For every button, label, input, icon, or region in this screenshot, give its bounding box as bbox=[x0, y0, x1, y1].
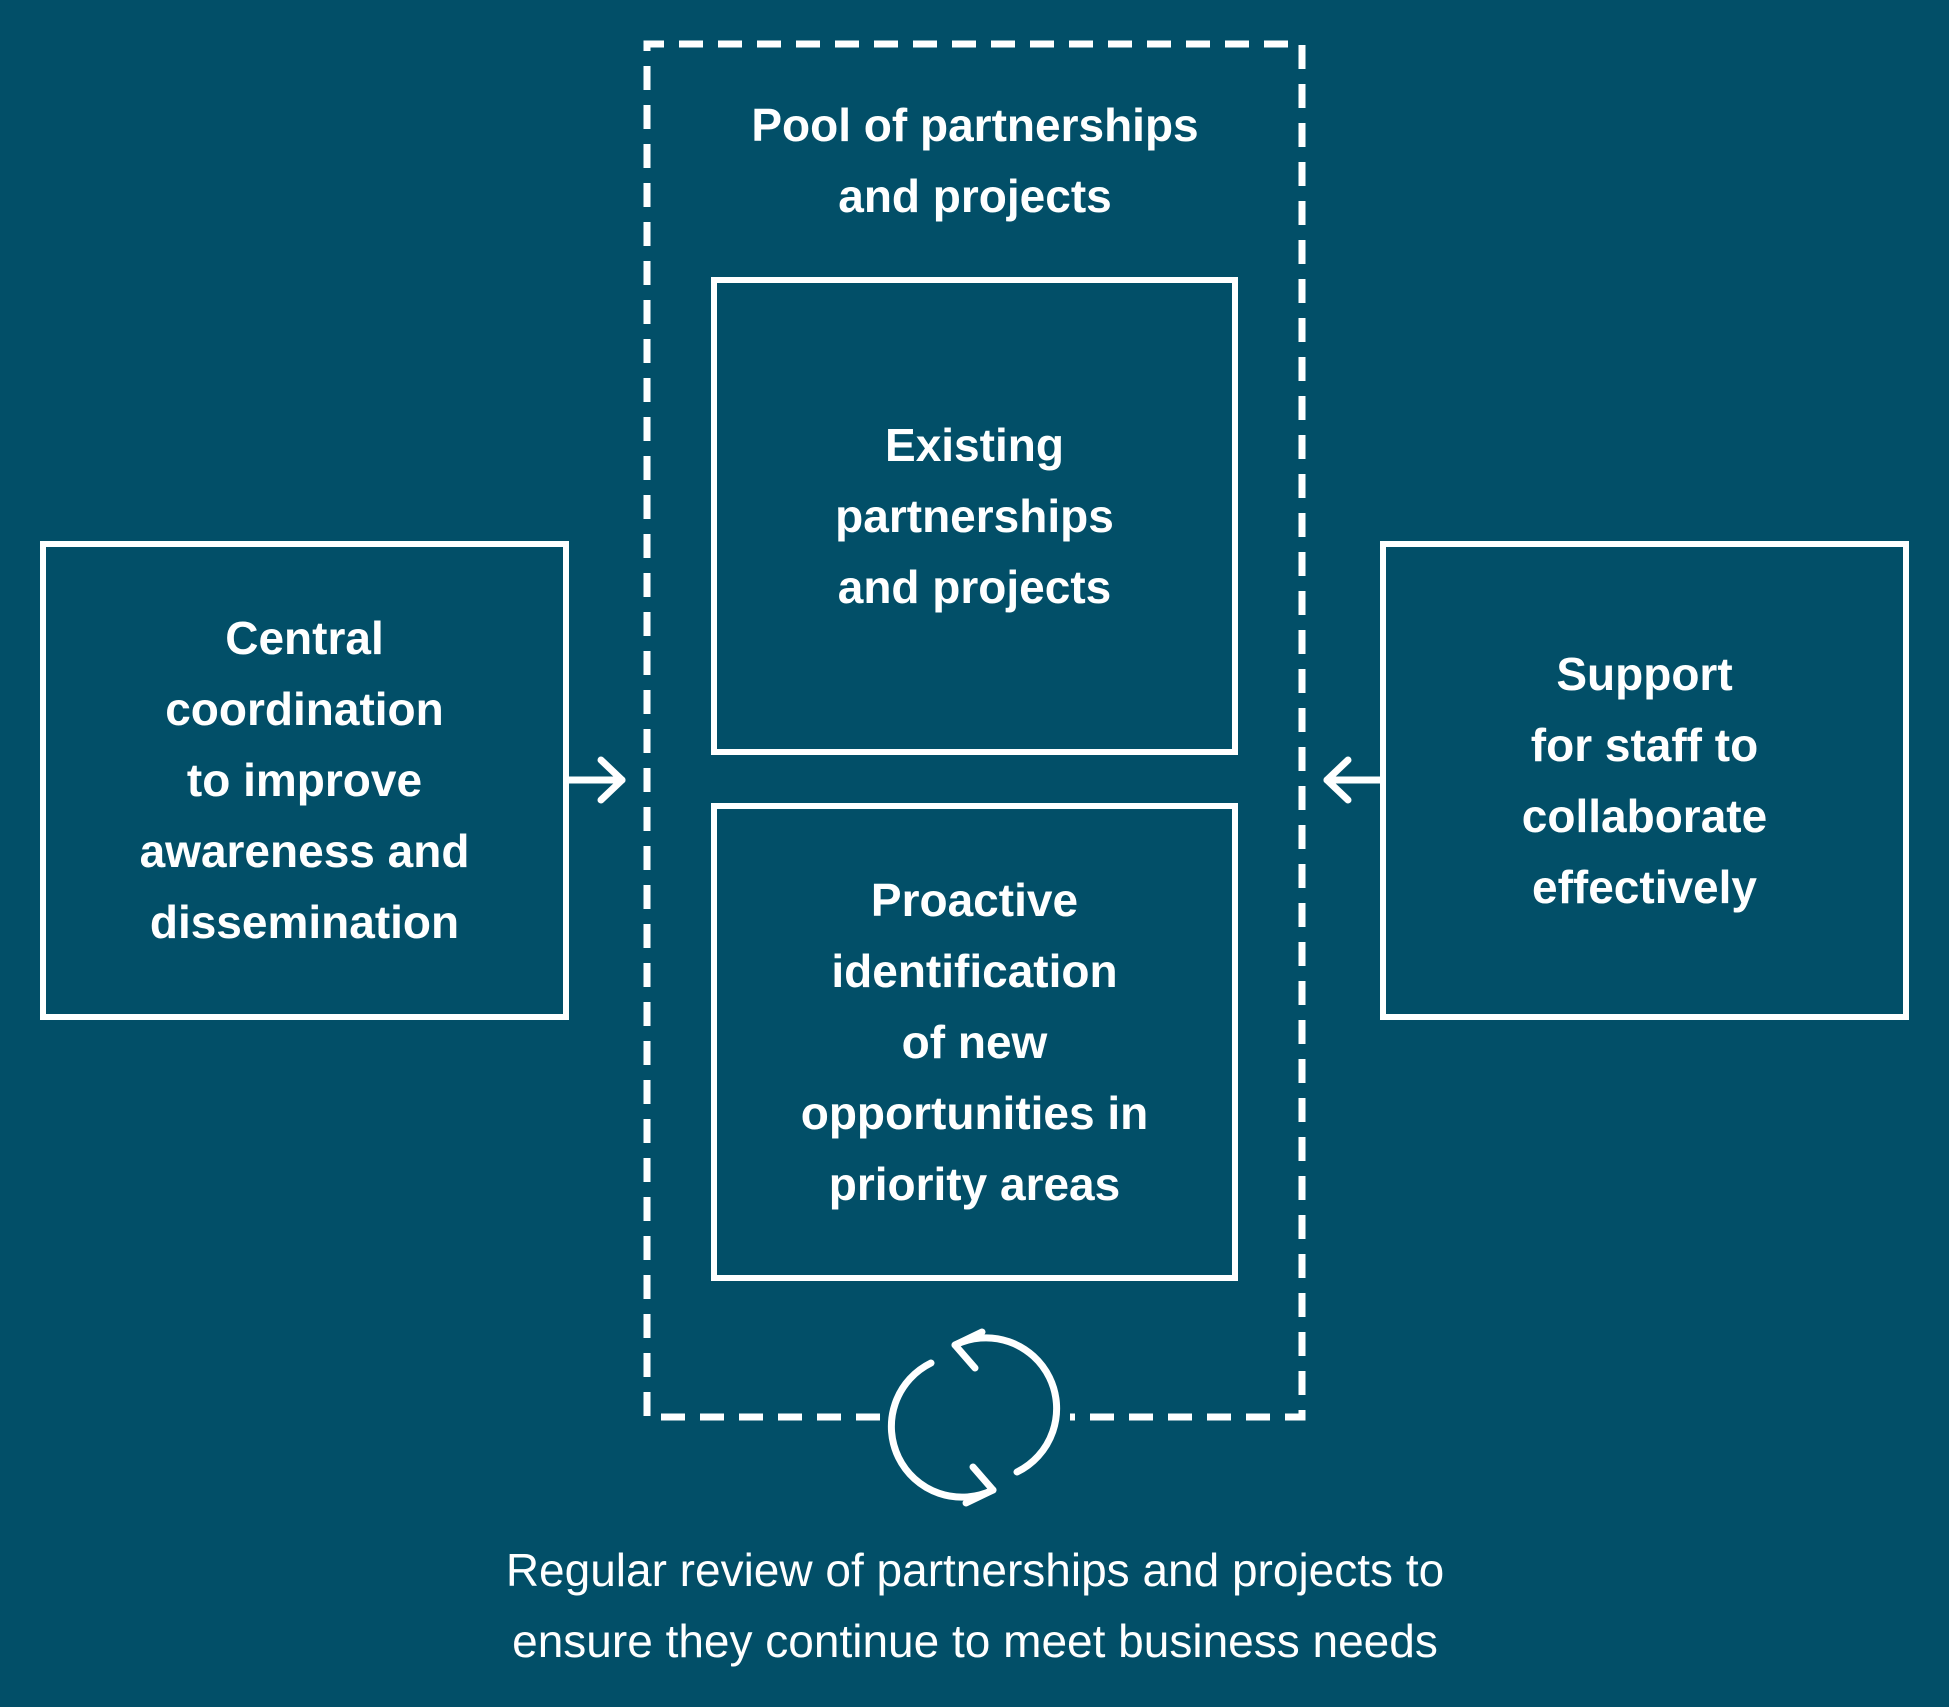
pool-title: Pool of partnerships and projects bbox=[751, 99, 1199, 222]
central-coordination-box: Central coordination to improve awarenes… bbox=[40, 541, 569, 1020]
arrow-right-icon bbox=[565, 756, 626, 804]
existing-partnerships-label: Existing partnerships and projects bbox=[835, 418, 1114, 613]
existing-partnerships-box: Existing partnerships and projects bbox=[711, 277, 1238, 755]
support-staff-box: Support for staff to collaborate effecti… bbox=[1380, 541, 1909, 1020]
refresh-cycle-icon bbox=[887, 1328, 1061, 1507]
pool-dashed-border bbox=[643, 40, 1306, 1421]
proactive-identification-box: Proactive identification of new opportun… bbox=[711, 803, 1238, 1281]
proactive-identification-label: Proactive identification of new opportun… bbox=[800, 873, 1149, 1210]
support-staff-label: Support for staff to collaborate effecti… bbox=[1521, 647, 1768, 913]
central-coordination-label: Central coordination to improve awarenes… bbox=[139, 612, 470, 948]
review-caption: Regular review of partnerships and proje… bbox=[505, 1544, 1445, 1667]
arrow-left-icon bbox=[1323, 756, 1384, 804]
